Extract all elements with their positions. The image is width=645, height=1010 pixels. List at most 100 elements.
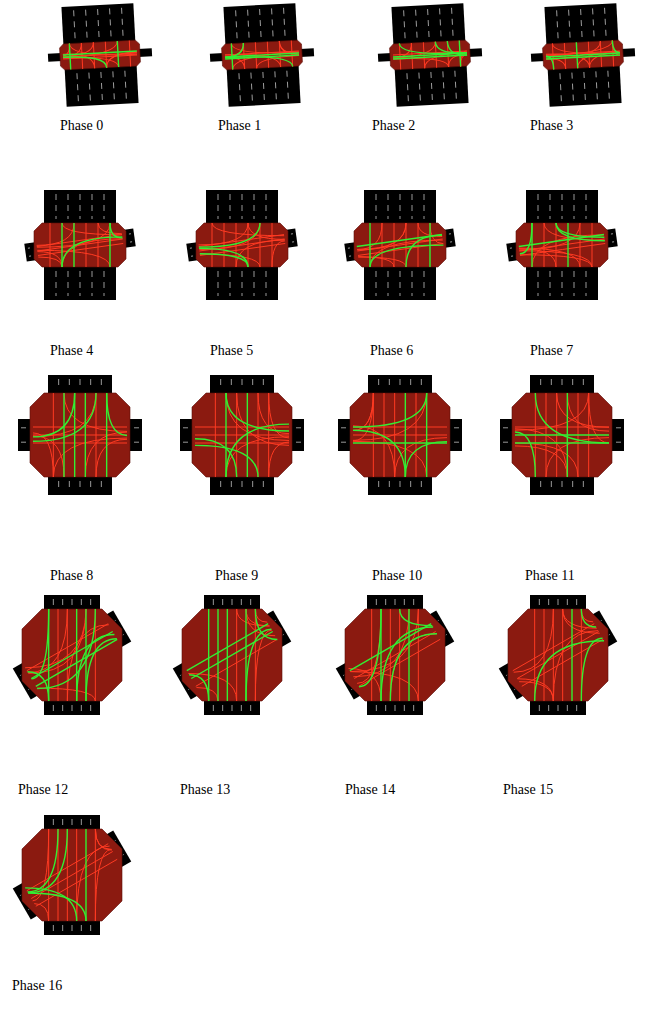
intersection-figure <box>499 595 617 715</box>
lane-marking <box>72 705 73 711</box>
lane-marking <box>412 194 413 219</box>
movement-path <box>563 609 600 633</box>
lane-marking <box>62 925 63 931</box>
lane-marking <box>130 241 132 242</box>
movement-paths <box>349 609 441 701</box>
road-surface <box>61 3 138 107</box>
lane-marking <box>218 194 219 219</box>
lane-marking <box>612 241 614 242</box>
lane-marking <box>562 379 563 389</box>
lane-marking <box>239 73 241 102</box>
lane-marking <box>263 72 265 101</box>
lane-marking <box>282 634 284 636</box>
lane-marking <box>260 9 262 38</box>
lane-marking <box>86 10 88 39</box>
movement-path <box>199 248 248 267</box>
lane-marking <box>68 194 69 219</box>
movement-path <box>195 445 258 477</box>
lane-marking <box>412 271 413 296</box>
movement-path <box>405 442 447 477</box>
movement-path <box>86 223 87 267</box>
intersection-figure <box>173 595 291 715</box>
movement-path <box>188 673 236 701</box>
road-surface <box>544 3 621 107</box>
movement-path <box>358 257 406 267</box>
phase-label: Phase 4 <box>50 343 93 359</box>
lane-marking <box>125 71 127 100</box>
lane-marking <box>413 599 414 605</box>
lane-marking <box>428 9 430 38</box>
intersection-area <box>182 609 282 701</box>
movement-path <box>62 237 122 267</box>
lane-marking <box>28 247 30 248</box>
lane-marking <box>538 271 539 296</box>
movement-path <box>27 624 108 671</box>
lane-marking <box>213 599 214 605</box>
lane-marking <box>341 427 346 428</box>
phase-label: Phase 0 <box>60 118 103 134</box>
lane-marking <box>90 379 91 389</box>
lane-marking <box>550 194 551 219</box>
lane-marking <box>400 379 401 389</box>
lane-marking <box>605 8 607 37</box>
movement-path <box>208 609 209 701</box>
lane-marking <box>21 442 26 443</box>
movement-path <box>224 43 244 57</box>
lane-marking <box>81 819 82 825</box>
movement-path <box>189 675 209 701</box>
movement-path <box>246 609 269 626</box>
lane-marking <box>190 247 192 248</box>
intersection-figure <box>45 2 154 107</box>
lane-marking <box>389 379 390 389</box>
lane-marking <box>348 247 350 248</box>
lane-marking <box>583 379 584 389</box>
lane-marking <box>608 634 610 636</box>
lane-marking <box>431 72 433 101</box>
movement-path <box>393 55 467 59</box>
lane-marking <box>385 705 386 711</box>
movement-path <box>546 58 566 70</box>
movement-path <box>520 243 605 255</box>
intersection-figure <box>13 595 131 715</box>
phase-label: Phase 2 <box>372 118 415 134</box>
movement-path <box>195 443 289 444</box>
movement-path <box>435 40 467 54</box>
lane-marking <box>252 379 253 389</box>
movement-path <box>515 443 578 477</box>
lane-marking <box>272 8 274 37</box>
lane-marking <box>539 599 540 605</box>
lane-marking <box>455 71 457 100</box>
movement-path <box>63 51 137 55</box>
intersection-figure <box>506 190 617 300</box>
movement-path <box>195 435 289 436</box>
intersection-area <box>196 223 288 267</box>
movement-path <box>556 223 557 267</box>
lane-marking <box>404 10 406 39</box>
lane-marking <box>222 599 223 605</box>
movement-path <box>515 393 589 430</box>
movement-path <box>546 55 620 59</box>
movement-path <box>255 609 267 622</box>
lane-marking <box>134 442 139 443</box>
movement-path <box>226 393 289 431</box>
movement-path <box>357 235 442 247</box>
lane-marking <box>81 599 82 605</box>
lane-marking <box>232 599 233 605</box>
lane-marking <box>90 599 91 605</box>
movement-path <box>353 393 373 430</box>
movement-path <box>571 609 572 701</box>
lane-marking <box>452 8 454 37</box>
intersection-area <box>350 393 450 477</box>
lane-marking <box>572 379 573 389</box>
intersection-figure <box>207 2 316 107</box>
movement-path <box>418 223 419 267</box>
lane-marking <box>416 10 418 39</box>
movement-path <box>237 609 270 626</box>
movement-paths <box>224 40 299 70</box>
movement-path <box>195 439 237 477</box>
lane-marking <box>385 599 386 605</box>
phase-label: Phase 3 <box>530 118 573 134</box>
movement-path <box>224 223 225 267</box>
